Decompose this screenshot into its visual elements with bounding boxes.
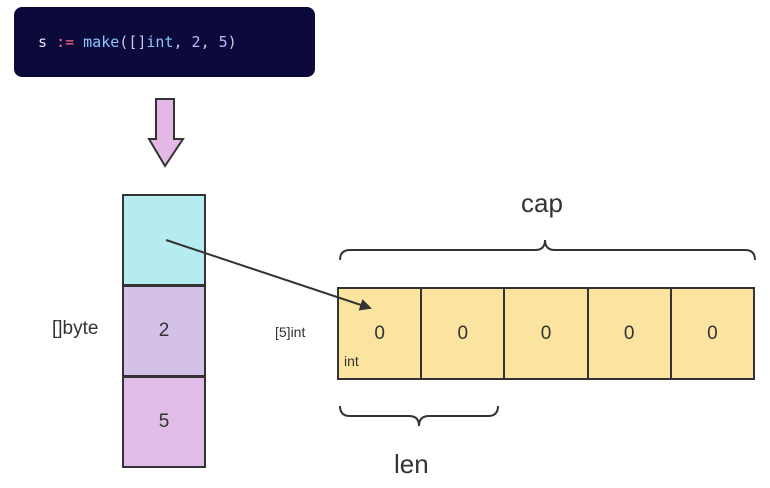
code-token: make: [83, 33, 120, 51]
array-cell-value: 0: [540, 322, 552, 344]
code-token: 5: [218, 33, 228, 51]
element-type-label: int: [344, 353, 359, 369]
code-token: ,: [173, 33, 192, 51]
code-token: int: [146, 33, 174, 51]
down-arrow-icon: [147, 98, 185, 168]
len-brace: [339, 405, 499, 427]
array-cell: 0: [420, 289, 503, 378]
array-cell-value: 0: [457, 322, 469, 344]
array-cell: 0: [669, 289, 753, 378]
array-cell: 0: [586, 289, 670, 378]
slice-pointer-cell: [122, 194, 206, 286]
slice-cap-cell: 5: [122, 376, 206, 468]
code-token: []: [128, 33, 147, 51]
backing-array: 0 int 0 0 0 0: [337, 287, 755, 380]
code-token: 2: [191, 33, 201, 51]
code-token: ,: [200, 33, 219, 51]
array-type-label: [5]int: [275, 324, 306, 340]
array-cell-value: 0: [623, 322, 635, 344]
cap-brace: [339, 239, 756, 261]
code-token: ): [227, 33, 237, 51]
array-cell: 0: [503, 289, 586, 378]
slice-len-cell: 2: [122, 285, 206, 377]
code-token: :=: [56, 33, 75, 51]
code-token: s: [38, 33, 48, 51]
array-cell-value: 0: [707, 322, 718, 344]
slice-type-label: []byte: [52, 318, 99, 339]
len-label: len: [394, 449, 429, 479]
code-snippet: s := make([]int, 2, 5): [14, 7, 315, 77]
pointer-arrow: [165, 239, 372, 311]
array-cell-value: 0: [374, 322, 385, 344]
array-cell: 0 int: [339, 289, 420, 378]
code-token: (: [119, 33, 129, 51]
cap-label: cap: [521, 188, 563, 218]
